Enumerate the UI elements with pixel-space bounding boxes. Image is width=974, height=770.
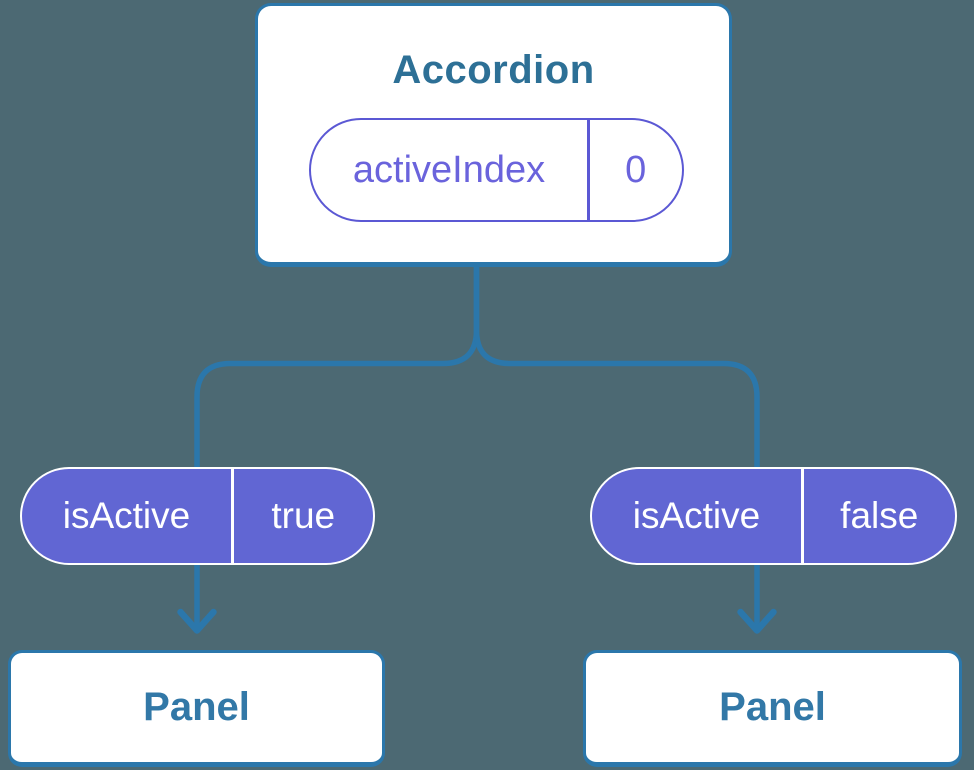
arrow-head-left-icon xyxy=(177,608,217,634)
branch-line-left xyxy=(194,265,480,467)
prop-value-label: true xyxy=(271,495,336,536)
arrow-head-right-icon xyxy=(737,608,777,634)
prop-value-label: false xyxy=(840,495,919,536)
pill-divider xyxy=(231,469,234,563)
pill-divider xyxy=(587,120,590,220)
panel-label: Panel xyxy=(143,685,250,729)
panel-component-box-right: Panel xyxy=(583,650,962,767)
accordion-title: Accordion xyxy=(392,48,595,92)
state-pill-activeindex: activeIndex 0 xyxy=(309,118,684,222)
state-name-label: activeIndex xyxy=(352,148,546,191)
panel-component-box-left: Panel xyxy=(8,650,385,767)
prop-name-label: isActive xyxy=(62,495,191,536)
prop-pill-isactive-true: isActive true xyxy=(20,467,375,565)
accordion-component-box: Accordion activeIndex 0 xyxy=(255,3,732,267)
prop-pill-isactive-false: isActive false xyxy=(590,467,957,565)
state-value-label: 0 xyxy=(625,148,647,191)
prop-name-label: isActive xyxy=(632,495,761,536)
pill-divider xyxy=(801,469,804,563)
branch-line-right xyxy=(473,265,760,467)
panel-label: Panel xyxy=(719,685,826,729)
